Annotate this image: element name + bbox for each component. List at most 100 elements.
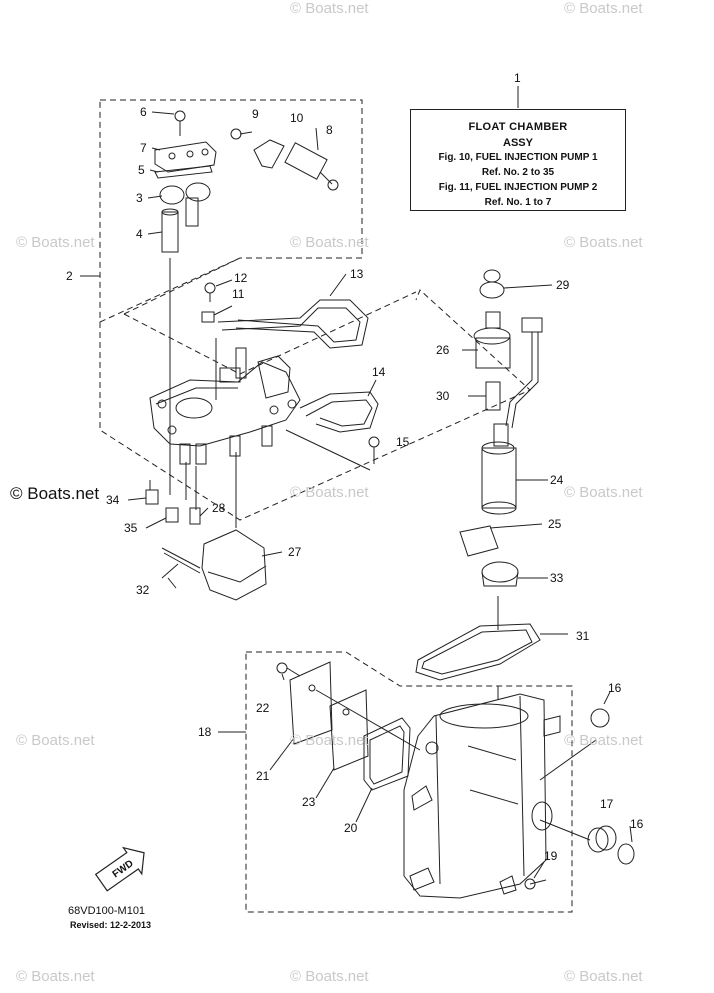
float-chamber-body — [149, 347, 301, 465]
part-7-cover — [154, 141, 217, 173]
title-box: FLOAT CHAMBER ASSY Fig. 10, FUEL INJECTI… — [410, 109, 626, 211]
watermark: © Boats.net — [290, 234, 369, 251]
part-19-screw — [524, 861, 547, 890]
callout-30: 30 — [436, 389, 450, 403]
callout-34: 34 — [106, 493, 120, 507]
part-25-bracket — [459, 523, 543, 557]
part-28-nozzle — [189, 507, 201, 525]
part-9-bolt — [230, 128, 253, 140]
callout-16-top: 16 — [608, 681, 622, 695]
part-22-screw — [276, 662, 301, 677]
part-35-plug — [165, 507, 179, 523]
part-8-regulator — [284, 127, 339, 191]
part-11-fitting — [201, 305, 233, 323]
lower-chamber-body — [403, 693, 561, 899]
part-34-plug — [145, 480, 159, 505]
part-5-gasket — [154, 165, 213, 179]
callout-14: 14 — [372, 365, 386, 379]
ref-line-2: Ref. No. 2 to 35 — [481, 167, 555, 178]
callout-17: 17 — [600, 797, 614, 811]
drawing-code: 68VD100-M101 — [68, 905, 146, 917]
callout-23: 23 — [302, 795, 316, 809]
part-24-pump — [481, 423, 548, 515]
title-line-1: FLOAT CHAMBER — [468, 121, 568, 133]
watermark: © Boats.net — [16, 732, 95, 749]
part-20-gasket — [363, 717, 411, 791]
callout-21: 21 — [256, 769, 270, 783]
callout-25: 25 — [548, 517, 562, 531]
part-23-plate — [329, 689, 369, 771]
part-33-holder — [481, 561, 548, 587]
callout-4: 4 — [136, 227, 143, 241]
part-4-pipe — [161, 208, 179, 253]
callout-31: 31 — [576, 629, 590, 643]
fitting — [499, 875, 517, 895]
callout-7: 7 — [140, 141, 147, 155]
callout-8: 8 — [326, 123, 333, 137]
part-27-cover — [201, 529, 283, 601]
callout-15: 15 — [396, 435, 410, 449]
watermark: © Boats.net — [290, 732, 369, 749]
part-12-screw — [204, 279, 233, 302]
watermark: © Boats.net — [564, 0, 643, 17]
part-16-plug-top — [590, 691, 611, 728]
watermark: © Boats.net — [16, 234, 95, 251]
watermark: © Boats.net — [564, 234, 643, 251]
fwd-arrow: FWD — [94, 846, 145, 892]
callout-12: 12 — [234, 271, 248, 285]
float-chamber-boundary — [99, 257, 531, 521]
title-line-2: ASSY — [503, 137, 533, 149]
part-29-grommet — [479, 269, 553, 299]
watermark-dark: © Boats.net — [10, 484, 100, 503]
lower-assembly-boundary — [245, 651, 573, 913]
callout-11: 11 — [232, 287, 245, 301]
callout-10: 10 — [290, 111, 304, 125]
callout-16-bottom: 16 — [630, 817, 644, 831]
part-32-pin — [161, 547, 201, 579]
callout-2: 2 — [66, 269, 73, 283]
callout-33: 33 — [550, 571, 564, 585]
watermark: © Boats.net — [290, 484, 369, 501]
callouts: 1 2 3 4 5 6 7 8 9 10 11 12 13 14 15 16 1… — [66, 71, 644, 863]
callout-9: 9 — [252, 107, 259, 121]
part-14-hose — [299, 379, 379, 433]
callout-3: 3 — [136, 191, 143, 205]
watermark: © Boats.net — [290, 968, 369, 985]
part-13-hose — [217, 273, 369, 349]
part-31-gasket — [415, 596, 568, 681]
part-30-filter — [468, 381, 501, 411]
callout-26: 26 — [436, 343, 450, 357]
callout-6: 6 — [140, 105, 147, 119]
watermark: © Boats.net — [564, 732, 643, 749]
ref-line-3: Fig. 11, FUEL INJECTION PUMP 2 — [438, 182, 598, 193]
part-10-bracket — [253, 139, 285, 169]
callout-20: 20 — [344, 821, 358, 835]
callout-27: 27 — [288, 545, 302, 559]
watermark: © Boats.net — [290, 0, 369, 17]
callout-22: 22 — [256, 701, 270, 715]
ref-line-4: Ref. No. 1 to 7 — [484, 197, 552, 208]
callout-32: 32 — [136, 583, 150, 597]
callout-18: 18 — [198, 725, 212, 739]
part-17-grommet — [587, 825, 617, 853]
watermark: © Boats.net — [564, 484, 643, 501]
part-3-clamps — [159, 182, 211, 227]
part-6-screw — [174, 110, 186, 136]
ref-line-1: Fig. 10, FUEL INJECTION PUMP 1 — [438, 152, 598, 163]
part-26-pump-top — [462, 311, 511, 369]
callout-5: 5 — [138, 163, 145, 177]
callout-28: 28 — [212, 501, 226, 515]
callout-19: 19 — [544, 849, 558, 863]
callout-29: 29 — [556, 278, 570, 292]
watermark: © Boats.net — [16, 968, 95, 985]
revised-date: Revised: 12-2-2013 — [70, 920, 152, 930]
callout-24: 24 — [550, 473, 564, 487]
part-15-screw — [368, 436, 380, 464]
callout-13: 13 — [350, 267, 364, 281]
watermark: © Boats.net — [564, 968, 643, 985]
callout-1: 1 — [514, 71, 521, 85]
wire-harness — [505, 317, 543, 429]
upper-assembly-boundary — [99, 99, 363, 323]
part-16-plug-bottom — [617, 825, 635, 865]
